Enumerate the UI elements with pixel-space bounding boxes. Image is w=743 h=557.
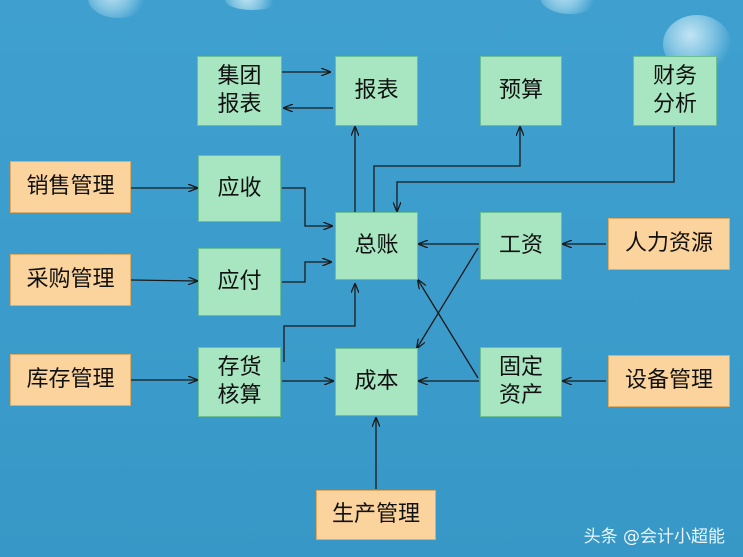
watermark: 头条 @会计小超能 — [583, 527, 725, 547]
water-drop-decoration — [88, 0, 148, 18]
arrow-cunhuo-to-zongzhang — [283, 284, 355, 362]
water-drop-decoration — [225, 0, 280, 10]
node-fixed-assets: 固定 资产 — [480, 347, 562, 417]
arrow-yingfu-to-zongzhang — [282, 262, 331, 283]
arrow-caiwu-to-zongzhang — [397, 127, 675, 211]
node-cost: 成本 — [335, 348, 418, 416]
node-equipment-management: 设备管理 — [608, 355, 730, 407]
node-group-report: 集团 报表 — [197, 56, 282, 126]
node-receivables: 应收 — [198, 155, 281, 222]
node-inventory-management: 库存管理 — [10, 354, 131, 406]
arrow-gongzi-to-chengben — [417, 247, 479, 348]
arrow-zongzhang-to-yusuan — [373, 127, 520, 212]
water-drop-decoration — [540, 0, 600, 14]
node-financial-analysis: 财务 分析 — [633, 56, 717, 126]
node-production-management: 生产管理 — [316, 490, 436, 540]
node-report: 报表 — [335, 56, 418, 126]
node-general-ledger: 总账 — [335, 212, 418, 280]
arrow-yingshou-to-zongzhang — [282, 187, 332, 226]
node-payroll: 工资 — [480, 212, 562, 280]
node-budget: 预算 — [480, 56, 562, 126]
node-payables: 应付 — [198, 248, 281, 316]
node-inventory-accounting: 存货 核算 — [198, 347, 281, 417]
arrow-caigou-to-yingfu — [130, 280, 197, 281]
node-purchase-management: 采购管理 — [10, 254, 131, 306]
node-sales-management: 销售管理 — [10, 161, 131, 213]
node-human-resources: 人力资源 — [608, 218, 730, 270]
arrow-guding-to-zongzhang — [418, 280, 479, 379]
